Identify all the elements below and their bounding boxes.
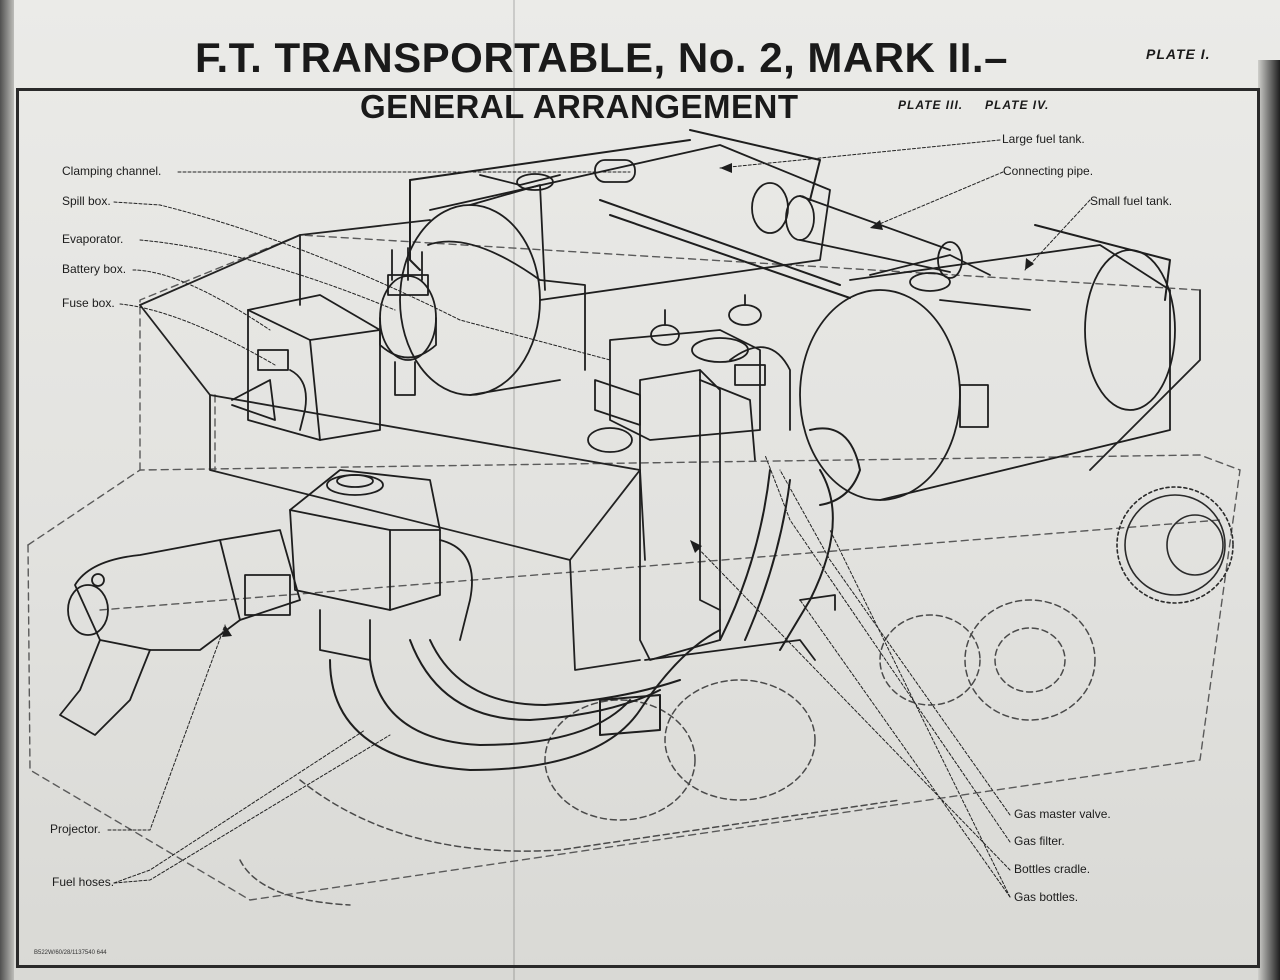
label-large-fuel-tank: Large fuel tank.	[1002, 132, 1085, 146]
sheet-edge-left	[0, 0, 14, 980]
label-gas-bottles: Gas bottles.	[1014, 890, 1079, 904]
evaporator	[379, 240, 586, 396]
label-clamping-channel: Clamping channel.	[62, 164, 162, 178]
bottles-cradle	[639, 364, 836, 661]
leader-lines	[107, 139, 1091, 898]
label-projector: Projector.	[50, 822, 101, 836]
label-fuse-box: Fuse box.	[62, 296, 115, 310]
label-evaporator: Evaporator.	[62, 232, 124, 246]
gas-valve-assembly	[587, 294, 791, 453]
plate-subtitle: GENERAL ARRANGEMENT	[360, 88, 799, 125]
label-small-fuel-tank: Small fuel tank.	[1090, 194, 1173, 208]
small-fuel-tank	[799, 244, 1176, 501]
label-gas-master-valve: Gas master valve.	[1014, 807, 1111, 821]
track-wheels	[239, 599, 1096, 906]
hull-box	[139, 219, 1201, 671]
label-connecting-pipe: Connecting pipe.	[1003, 164, 1094, 178]
clamping-channel	[409, 129, 1171, 301]
label-spill-box: Spill box.	[62, 194, 111, 208]
label-gas-filter: Gas filter.	[1014, 834, 1065, 848]
label-bottles-cradle: Bottles cradle.	[1014, 862, 1091, 876]
plate-reference-iii: PLATE III.	[898, 98, 964, 112]
large-fuel-tank	[399, 144, 831, 396]
connecting-pipe	[751, 182, 963, 279]
plate-number: PLATE I.	[1146, 46, 1211, 62]
battery-box	[231, 294, 381, 441]
drawing-frame	[16, 88, 1260, 968]
sheet-edge-right	[1258, 60, 1280, 980]
projector	[59, 529, 301, 736]
label-fuel-hoses: Fuel hoses.	[52, 875, 115, 889]
label-battery-box: Battery box.	[62, 262, 127, 276]
plate-title: F.T. TRANSPORTABLE, No. 2, MARK II.–	[195, 34, 1008, 81]
plate-reference-iv: PLATE IV.	[985, 98, 1050, 112]
sprocket-wheel	[1116, 486, 1234, 604]
fuel-pump-box	[289, 469, 473, 661]
fuel-hoses	[329, 427, 861, 771]
print-code: B522W/60/28/1137540 644	[34, 950, 107, 956]
fold-crease	[513, 0, 515, 980]
carrier-hull-outline	[27, 234, 1241, 901]
leader-arrowheads	[222, 163, 1034, 637]
